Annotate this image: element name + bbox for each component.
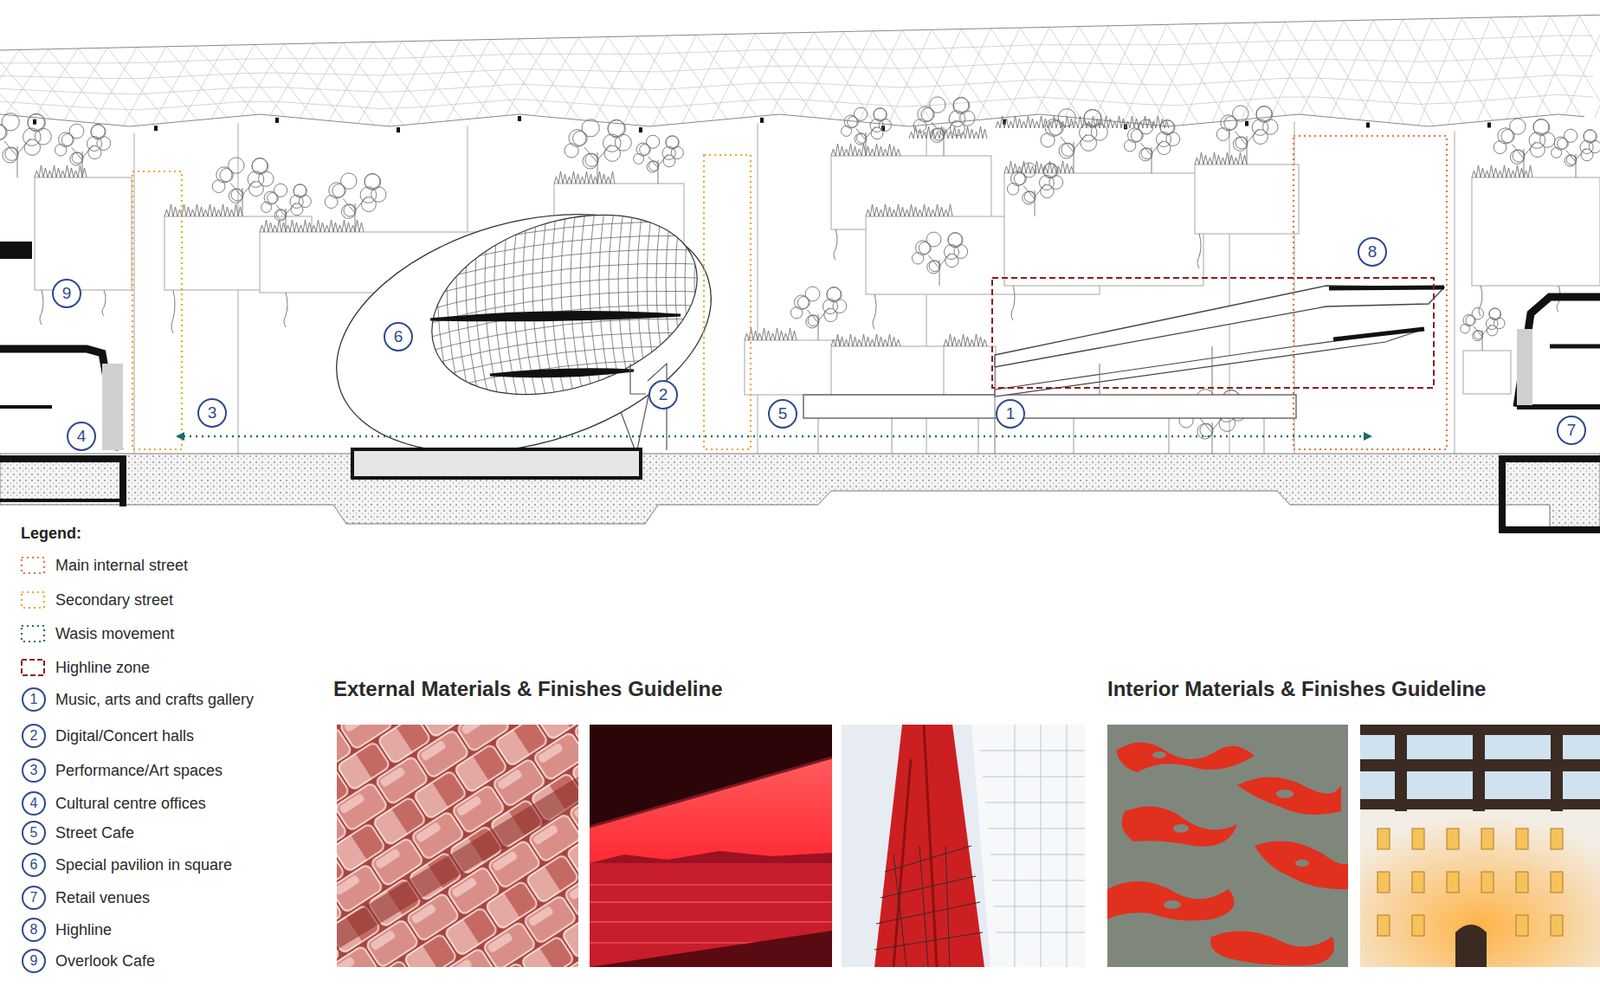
- legend-text: Performance/Art spaces: [55, 761, 223, 781]
- legend-text: Street Cafe: [55, 824, 135, 843]
- legend-text: Highline zone: [55, 658, 150, 678]
- right-building: [1502, 296, 1600, 530]
- legend-text: Special pavilion in square: [55, 856, 233, 875]
- gallery-slab: [803, 394, 1297, 454]
- legend-text: Retail venues: [55, 889, 150, 908]
- callout-number: 3: [197, 398, 227, 428]
- planter-blocks: [34, 155, 1600, 395]
- legend-text: Overlook Cafe: [55, 952, 155, 971]
- pavilion: [308, 174, 739, 493]
- callout-number: 5: [21, 820, 46, 846]
- photo-courtyard: [1360, 724, 1600, 968]
- ground: [0, 453, 1600, 529]
- photo-tiles: [336, 724, 579, 968]
- callout-number: 2: [648, 380, 678, 410]
- callout-number: 5: [767, 399, 798, 429]
- highline-ramp: [994, 285, 1445, 454]
- callout-number: 6: [21, 852, 46, 878]
- trees: [0, 96, 1600, 454]
- callout-number: 8: [1357, 237, 1388, 267]
- legend-text: Digital/Concert halls: [55, 727, 194, 746]
- legend-text: Secondary street: [55, 591, 174, 610]
- wasis-movement: [177, 435, 1371, 438]
- legend-text: Main internal street: [55, 556, 188, 575]
- secondary-street: [703, 154, 751, 450]
- callout-number: 1: [21, 687, 46, 712]
- photo-sunset: [589, 724, 833, 968]
- callout-number: 6: [383, 322, 413, 352]
- legend-text: Wasis movement: [55, 625, 175, 644]
- columns: [134, 121, 1455, 454]
- section-drawing: [0, 0, 1600, 555]
- legend-text: Highline: [55, 921, 112, 940]
- callout-number: 8: [21, 917, 46, 942]
- section-heading: External Materials & Finishes Guideline: [333, 677, 723, 702]
- highline-zone: [992, 277, 1434, 388]
- callout-number: 1: [995, 399, 1026, 429]
- callout-number: 4: [21, 791, 46, 816]
- callout-number: 4: [66, 421, 97, 452]
- photo-water: [1107, 724, 1349, 968]
- callout-number: 3: [21, 758, 46, 783]
- legend-text: Music, arts and crafts gallery: [55, 690, 254, 710]
- legend-title: Legend:: [20, 524, 82, 543]
- legend-text: Cultural centre offices: [55, 794, 207, 813]
- callout-number: 7: [21, 885, 46, 910]
- callout-number: 9: [21, 948, 46, 974]
- callout-number: 2: [21, 723, 46, 749]
- callout-number: 7: [1556, 415, 1587, 446]
- left-building: [0, 244, 123, 507]
- callout-number: 9: [51, 278, 82, 309]
- secondary-street: [132, 171, 182, 450]
- photo-facade: [841, 724, 1085, 968]
- main-street: [1293, 135, 1447, 450]
- roof-truss: [0, 13, 1600, 133]
- section-heading: Interior Materials & Finishes Guideline: [1107, 677, 1486, 702]
